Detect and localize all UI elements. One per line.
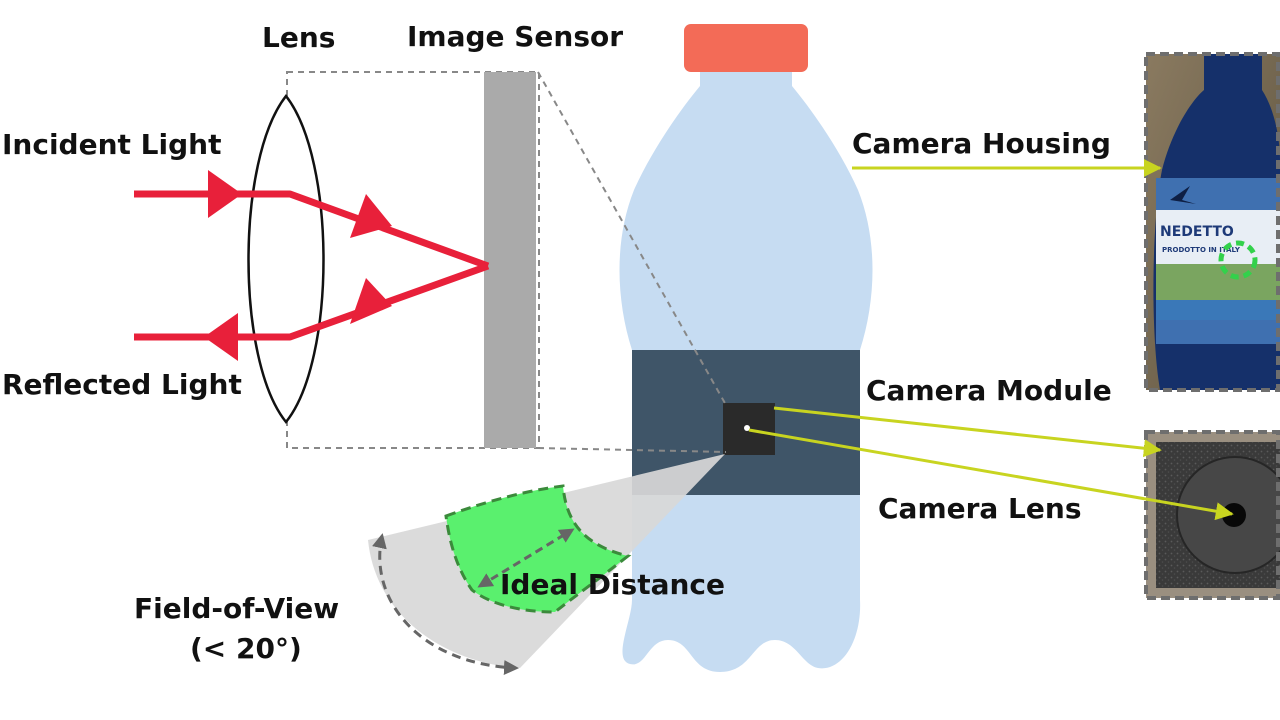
- convex-lens-shape: [247, 93, 325, 424]
- camera-lens-label: Camera Lens: [878, 492, 1082, 525]
- photo-label-text: NEDETTO: [1160, 224, 1234, 240]
- incident-light-label: Incident Light: [2, 128, 221, 161]
- photo-label-subtext: PRODOTTO IN ITALY: [1162, 246, 1241, 254]
- image-sensor-plate: [484, 72, 536, 448]
- field-of-view-cone: Ideal Distance Field-of-View (< 20°): [134, 454, 725, 675]
- fov-arc: [372, 533, 519, 675]
- camera-module-label: Camera Module: [866, 374, 1112, 407]
- camera-module-photo: [1144, 430, 1280, 600]
- reflected-light-ray: [134, 262, 490, 341]
- photo-label-band: [1156, 210, 1280, 264]
- pointer-annotations: Camera Housing Camera Module Camera Lens: [748, 127, 1234, 525]
- incident-light-ray: [134, 190, 490, 270]
- reflected-arrowhead-inner: [350, 278, 392, 324]
- ideal-distance-label: Ideal Distance: [500, 568, 725, 601]
- housing-photo-frame: [1144, 52, 1280, 392]
- swallow-logo-icon: [1170, 186, 1196, 204]
- optics-schematic: Lens Image Sensor Incident Light Reflect…: [2, 20, 623, 449]
- image-sensor-label: Image Sensor: [407, 20, 623, 53]
- module-photo-frame: [1144, 430, 1280, 600]
- reflected-light-label: Reflected Light: [2, 368, 242, 401]
- hidden-camera-marker: [1218, 240, 1258, 280]
- camera-lens-dot: [744, 425, 750, 431]
- zoom-line-top: [537, 71, 727, 406]
- fov-angle-label: (< 20°): [190, 632, 302, 665]
- module-photo-pinhole: [1222, 503, 1246, 527]
- reflected-arrowhead: [204, 313, 238, 361]
- camera-lens-pointer: [748, 428, 1234, 521]
- photo-label-water: [1156, 300, 1280, 320]
- ideal-distance-arrow: [477, 528, 575, 588]
- field-of-view-label: Field-of-View: [134, 592, 339, 625]
- water-bottle: [619, 24, 873, 672]
- incident-arrowhead: [208, 170, 242, 218]
- camera-module-pointer: [773, 406, 1162, 458]
- camera-housing-label: Camera Housing: [852, 127, 1111, 160]
- lens-label: Lens: [262, 21, 335, 54]
- camera-housing-photo: NEDETTO PRODOTTO IN ITALY: [1144, 52, 1280, 392]
- bottle-cap: [684, 24, 808, 72]
- zoom-line-bottom: [537, 447, 727, 453]
- incident-arrowhead-inner: [350, 194, 392, 238]
